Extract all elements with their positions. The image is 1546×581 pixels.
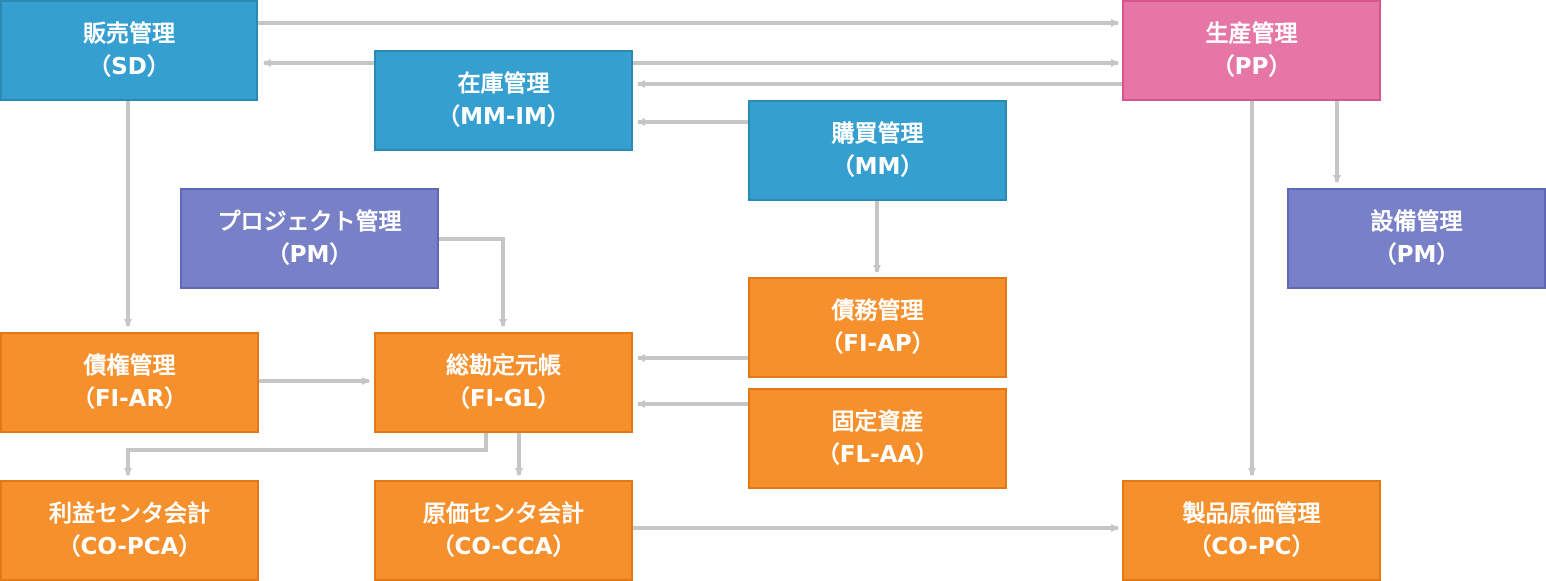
node-fi-gl-name: 総勘定元帳 <box>446 352 561 379</box>
node-fi-ar-code: （FI-AR） <box>71 385 188 412</box>
node-co-pc-code: （CO-PC） <box>1188 533 1315 560</box>
node-fl-aa: 固定資産 （FL-AA） <box>748 388 1007 489</box>
node-equipment-code: （PM） <box>1373 241 1460 268</box>
node-co-pc-name: 製品原価管理 <box>1182 500 1321 527</box>
node-co-pc: 製品原価管理 （CO-PC） <box>1122 480 1381 581</box>
node-co-cca-code: （CO-CCA） <box>431 533 576 560</box>
node-mm-im-code: （MM-IM） <box>437 103 570 130</box>
node-equipment: 設備管理 （PM） <box>1287 188 1546 289</box>
node-project-name: プロジェクト管理 <box>217 208 402 235</box>
node-mm-name: 購買管理 <box>831 120 924 147</box>
arrow-figl-to-copca <box>124 432 488 476</box>
node-sd: 販売管理 （SD） <box>0 0 258 101</box>
node-co-pca-name: 利益センタ会計 <box>49 500 210 527</box>
node-pp: 生産管理 （PP） <box>1122 0 1381 101</box>
node-fi-ar-name: 債権管理 <box>83 352 176 379</box>
node-mm: 購買管理 （MM） <box>748 100 1007 201</box>
node-project: プロジェクト管理 （PM） <box>180 188 439 289</box>
node-fi-ap-name: 債務管理 <box>831 297 924 324</box>
node-project-code: （PM） <box>266 241 353 268</box>
node-pp-code: （PP） <box>1211 53 1292 80</box>
node-co-pca: 利益センタ会計 （CO-PCA） <box>0 480 259 581</box>
node-equipment-name: 設備管理 <box>1370 208 1463 235</box>
node-pp-name: 生産管理 <box>1205 20 1298 47</box>
node-fi-gl-code: （FI-GL） <box>446 385 561 412</box>
node-mm-im-name: 在庫管理 <box>457 70 550 97</box>
node-mm-code: （MM） <box>831 153 924 180</box>
node-fi-ar: 債権管理 （FI-AR） <box>0 332 259 433</box>
node-co-pca-code: （CO-PCA） <box>57 533 202 560</box>
node-fi-ap: 債務管理 （FI-AP） <box>748 277 1007 378</box>
node-mm-im: 在庫管理 （MM-IM） <box>374 50 633 151</box>
node-sd-name: 販売管理 <box>83 20 175 47</box>
node-co-cca: 原価センタ会計 （CO-CCA） <box>374 480 633 581</box>
node-fl-aa-name: 固定資産 <box>831 408 924 435</box>
arrow-ps-to-figl <box>439 237 507 327</box>
node-fi-gl: 総勘定元帳 （FI-GL） <box>374 332 633 433</box>
node-co-cca-name: 原価センタ会計 <box>423 500 584 527</box>
node-fl-aa-code: （FL-AA） <box>816 441 939 468</box>
node-fi-ap-code: （FI-AP） <box>820 330 935 357</box>
node-sd-code: （SD） <box>88 53 170 80</box>
